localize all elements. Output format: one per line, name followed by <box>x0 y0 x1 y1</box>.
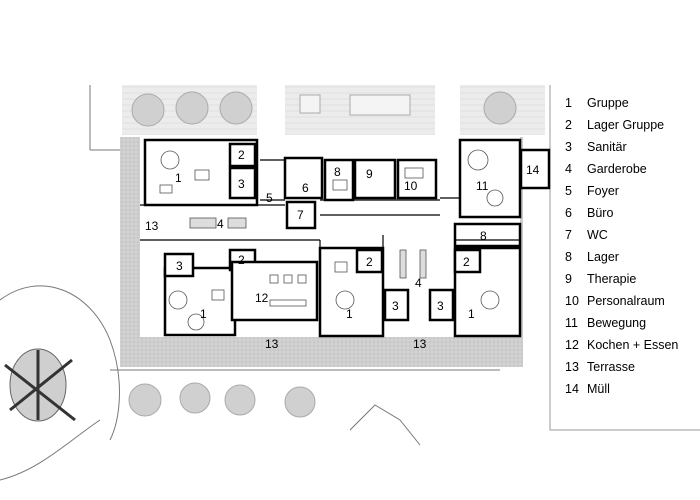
legend-item: 6 Büro <box>565 202 697 224</box>
room-label-1c: 1 <box>346 307 353 321</box>
room-label-1b: 1 <box>200 307 207 321</box>
legend-number: 9 <box>565 272 572 286</box>
room-lager-right <box>453 222 522 248</box>
room-muell <box>519 148 551 190</box>
legend-label: Lager Gruppe <box>587 118 665 132</box>
garden-strip <box>122 85 435 135</box>
legend-label: WC <box>587 228 608 242</box>
legend-item: 12 Kochen + Essen <box>565 334 697 356</box>
room-label-8a: 8 <box>334 165 341 179</box>
room-label-2d: 2 <box>463 255 470 269</box>
room-label-13a: 13 <box>145 219 159 233</box>
playground <box>4 348 76 422</box>
legend-label: Müll <box>587 382 610 396</box>
legend-label: Therapie <box>587 272 637 286</box>
legend-number: 14 <box>565 382 579 396</box>
legend-label: Bewegung <box>587 316 647 330</box>
room-bewegung <box>458 138 522 219</box>
room-label-13c: 13 <box>413 337 427 351</box>
room-personalraum <box>396 158 438 200</box>
room-label-11: 11 <box>476 179 489 193</box>
legend-number: 2 <box>565 118 572 132</box>
legend-label: Büro <box>587 206 614 220</box>
room-sanitaer-top-left <box>228 166 257 200</box>
tree-right <box>460 85 545 135</box>
corridor-lines <box>140 159 520 290</box>
legend-item: 4 Garderobe <box>565 158 697 180</box>
legend-number: 8 <box>565 250 572 264</box>
legend-label: Garderobe <box>587 162 647 176</box>
legend-item: 8 Lager <box>565 246 697 268</box>
room-wc <box>285 200 317 230</box>
room-buero <box>283 156 324 200</box>
room-label-3c: 3 <box>392 299 399 313</box>
room-label-3d: 3 <box>437 299 444 313</box>
room-sanitaer-left <box>163 252 195 278</box>
legend-item: 11 Bewegung <box>565 312 697 334</box>
room-label-1d: 1 <box>468 307 475 321</box>
legend-number: 7 <box>565 228 572 242</box>
legend-label: Sanitär <box>587 140 627 154</box>
legend-label: Foyer <box>587 184 619 198</box>
legend-number: 13 <box>565 360 579 374</box>
room-kochen-essen <box>230 260 319 322</box>
legend-label: Gruppe <box>587 96 629 110</box>
legend-item: 14 Müll <box>565 378 697 400</box>
room-lager-gruppe-top-left <box>228 142 257 168</box>
room-label-10: 10 <box>404 179 418 193</box>
room-label-13b: 13 <box>265 337 279 351</box>
room-lager-gruppe-middle <box>355 248 384 274</box>
legend-item: 7 WC <box>565 224 697 246</box>
room-label-9: 9 <box>366 167 373 181</box>
room-label-12: 12 <box>255 291 269 305</box>
legend-number: 6 <box>565 206 572 220</box>
site-lines <box>0 85 700 481</box>
legend-number: 12 <box>565 338 579 352</box>
room-label-4b: 4 <box>415 276 422 290</box>
legend-item: 5 Foyer <box>565 180 697 202</box>
legend-item: 3 Sanitär <box>565 136 697 158</box>
legend: 1 Gruppe 2 Lager Gruppe 3 Sanitär 4 Garderob… <box>565 92 697 400</box>
room-label-7: 7 <box>297 208 304 222</box>
room-therapie <box>353 158 397 200</box>
room-number-labels: 1 2 3 4 5 6 7 8 9 10 11 14 13 8 3 2 12 1… <box>145 148 540 351</box>
legend-number: 1 <box>565 96 572 110</box>
room-label-5: 5 <box>266 191 273 205</box>
room-sanitaer-middle-a <box>383 288 410 322</box>
tree-lower-left <box>128 382 316 418</box>
legend-label: Lager <box>587 250 619 264</box>
legend-label: Terrasse <box>587 360 635 374</box>
legend-number: 5 <box>565 184 572 198</box>
legend-item: 2 Lager Gruppe <box>565 114 697 136</box>
room-label-2b: 2 <box>238 253 245 267</box>
room-label-6: 6 <box>302 181 309 195</box>
furniture <box>159 149 504 331</box>
room-label-3b: 3 <box>176 259 183 273</box>
legend-number: 10 <box>565 294 579 308</box>
legend-item: 10 Personalraum <box>565 290 697 312</box>
legend-item: 1 Gruppe <box>565 92 697 114</box>
legend-label: Personalraum <box>587 294 665 308</box>
room-sanitaer-middle-b <box>428 288 455 322</box>
room-label-8b: 8 <box>480 229 487 243</box>
legend-label: Kochen + Essen <box>587 338 679 352</box>
legend-number: 11 <box>565 316 578 330</box>
room-label-14: 14 <box>526 163 540 177</box>
room-label-4a: 4 <box>217 217 224 231</box>
legend-number: 4 <box>565 162 572 176</box>
legend-number: 3 <box>565 140 572 154</box>
legend-item: 9 Therapie <box>565 268 697 290</box>
legend-item: 13 Terrasse <box>565 356 697 378</box>
room-label-2c: 2 <box>366 255 373 269</box>
room-label-3a: 3 <box>238 177 245 191</box>
room-label-2a: 2 <box>238 148 245 162</box>
room-label-1a: 1 <box>175 171 182 185</box>
